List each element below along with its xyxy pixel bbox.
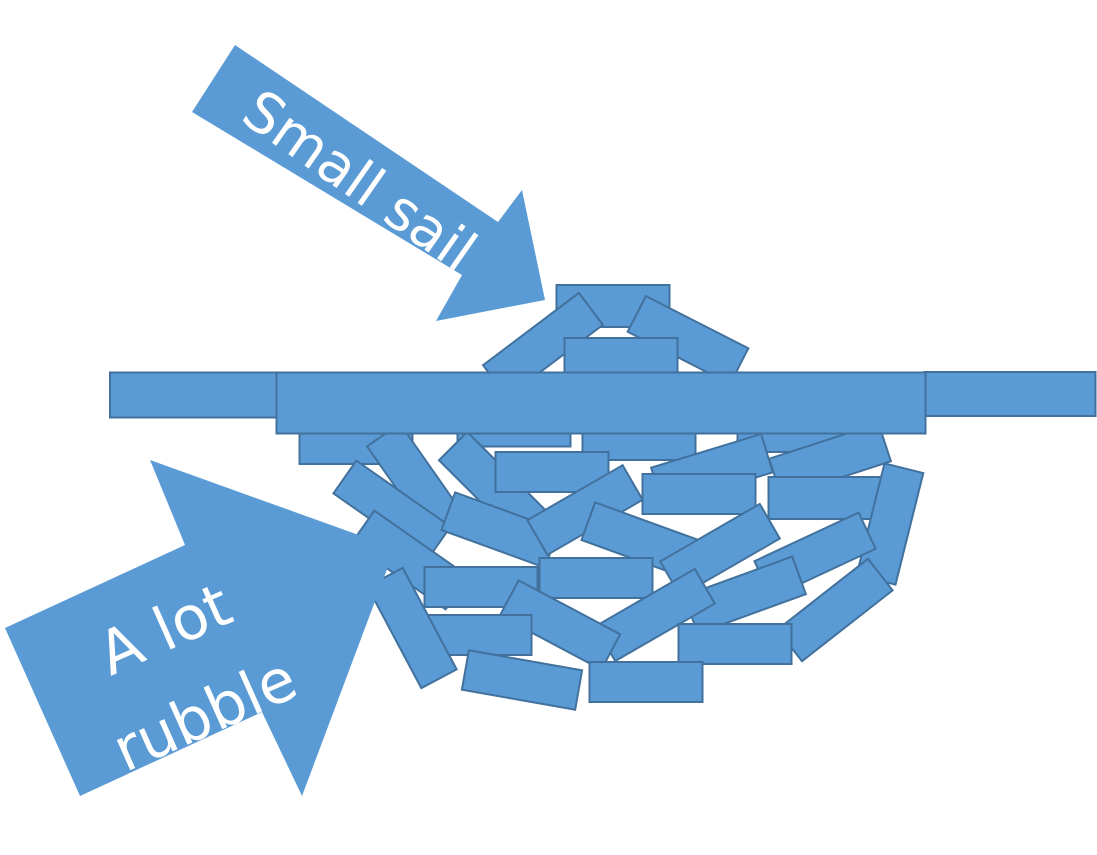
raft-beam bbox=[109, 371, 281, 419]
rubble-blocks bbox=[109, 284, 1097, 711]
small-sail-label: Small sail bbox=[231, 78, 488, 285]
small-sail-arrow-shape bbox=[192, 45, 545, 321]
rubble-block bbox=[626, 294, 750, 386]
rubble-block bbox=[460, 649, 584, 711]
raft-beam bbox=[275, 371, 927, 435]
rubble-arrow-shape bbox=[5, 460, 395, 796]
rubble-block bbox=[767, 476, 883, 520]
rubble-block bbox=[365, 566, 459, 690]
rubble-block bbox=[538, 557, 654, 599]
raft-beam bbox=[923, 371, 1097, 417]
small-sail-arrow: Small sail bbox=[192, 45, 545, 321]
rubble-block bbox=[588, 661, 704, 703]
rubble-block bbox=[677, 623, 793, 665]
rubble-arrow: A lot rubble bbox=[5, 460, 395, 796]
rubble-block bbox=[498, 578, 622, 672]
rubble-block bbox=[641, 473, 757, 515]
rubble-block bbox=[563, 337, 679, 379]
